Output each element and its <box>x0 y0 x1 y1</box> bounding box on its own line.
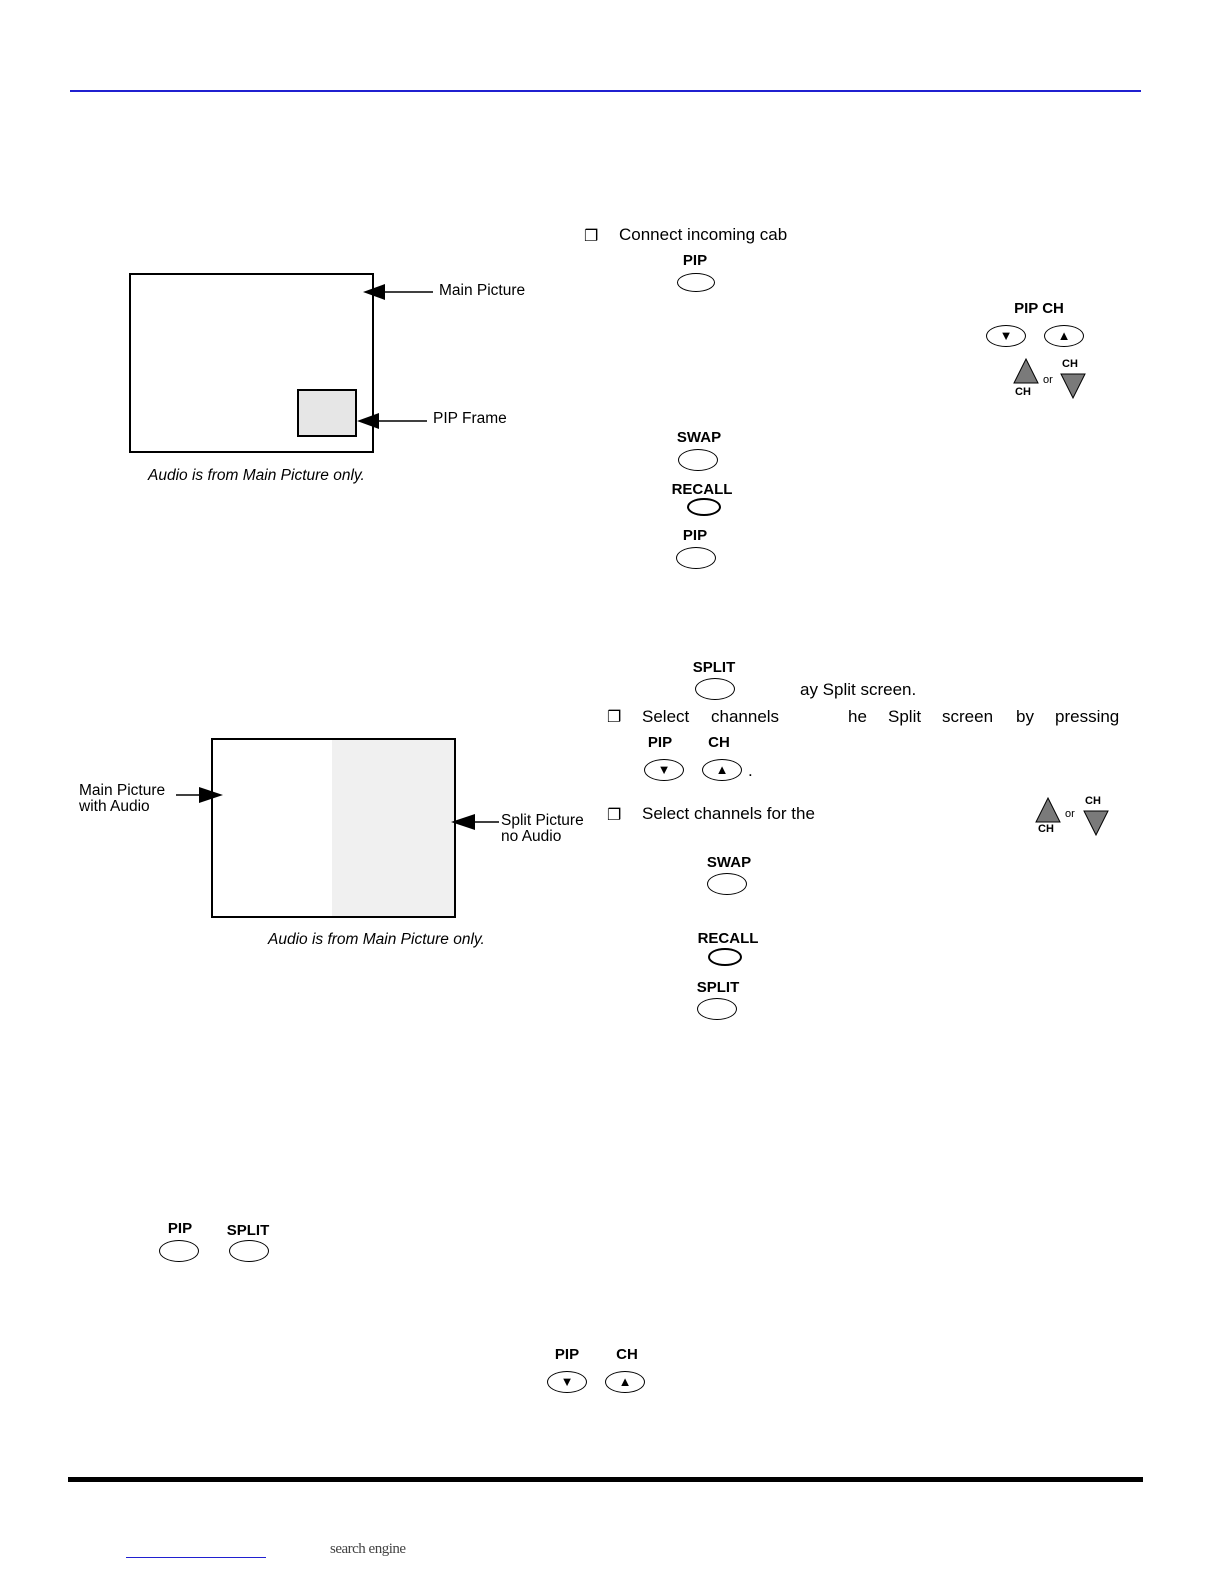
split-button-label-2: SPLIT <box>696 979 740 996</box>
main-picture-label: Main Picture <box>439 282 526 299</box>
split-button-label: SPLIT <box>692 659 736 676</box>
split-recall-button[interactable] <box>708 948 742 966</box>
split-screen-box <box>211 738 456 918</box>
recall-button[interactable] <box>687 498 721 516</box>
swap-button[interactable] <box>678 449 718 471</box>
split-recall-label: RECALL <box>697 930 759 947</box>
ch-down-triangle-icon-2[interactable] <box>1083 810 1109 836</box>
split-ch-label: CH <box>708 734 730 751</box>
bottom-pip-label: PIP <box>167 1220 193 1237</box>
ch-down-triangle-icon[interactable] <box>1060 373 1086 399</box>
pip-ch-down-button[interactable]: ▼ <box>986 325 1026 347</box>
or-label: or <box>1043 374 1053 386</box>
split-main-arrow <box>176 787 223 803</box>
up-arrow-icon: ▲ <box>1057 328 1071 343</box>
split-button[interactable] <box>695 678 735 700</box>
split-swap-label: SWAP <box>706 854 752 871</box>
pip-button-label-2: PIP <box>682 527 708 544</box>
split-main-picture-label: Main Picture with Audio <box>79 782 166 815</box>
bottom-split-button[interactable] <box>229 1240 269 1262</box>
pip-diagram-caption: Audio is from Main Picture only. <box>148 467 365 484</box>
footer-link-underline[interactable] <box>126 1557 266 1558</box>
bottom-split-label: SPLIT <box>226 1222 270 1239</box>
up-arrow-icon: ▲ <box>715 762 729 777</box>
bottom-ch-label: CH <box>616 1346 638 1363</box>
select-word-1: Select <box>642 707 690 726</box>
split-pip-down-button[interactable]: ▼ <box>644 759 684 781</box>
select-word-7: pressing <box>1055 707 1120 726</box>
top-rule <box>70 90 1141 92</box>
bottom-ch-up-button[interactable]: ▲ <box>605 1371 645 1393</box>
recall-button-label: RECALL <box>671 481 733 498</box>
bottom-rule <box>68 1477 1143 1482</box>
pip-frame-box <box>297 389 357 437</box>
pip-ch-label: PIP CH <box>1014 300 1064 317</box>
up-arrow-icon: ▲ <box>618 1374 632 1389</box>
select-channels-text: Select channels for the <box>642 804 815 823</box>
ch-label-under-up-2: CH <box>1038 823 1054 835</box>
bullet-icon: ❐ <box>584 228 599 245</box>
split-ch-up-button[interactable]: ▲ <box>702 759 742 781</box>
split-button-2[interactable] <box>697 998 737 1020</box>
swap-button-label: SWAP <box>676 429 722 446</box>
ch-label-under-up: CH <box>1015 386 1031 398</box>
pip-button[interactable] <box>677 273 715 292</box>
split-swap-button[interactable] <box>707 873 747 895</box>
ch-label-above-down-2: CH <box>1085 795 1101 807</box>
footer-text: search engine <box>330 1541 406 1557</box>
select-word-5: screen <box>942 707 994 726</box>
ch-up-triangle-icon[interactable] <box>1013 358 1039 384</box>
pip-diagram-arrows <box>357 284 433 429</box>
period: . <box>748 761 753 780</box>
ch-label-above-down: CH <box>1062 358 1078 370</box>
bottom-pip-down-button[interactable]: ▼ <box>547 1371 587 1393</box>
bottom-pip-button[interactable] <box>159 1240 199 1262</box>
or-label-2: or <box>1065 808 1075 820</box>
pip-button-label: PIP <box>682 252 708 269</box>
pip-frame-label: PIP Frame <box>433 410 507 427</box>
select-word-4: Split <box>888 707 922 726</box>
split-picture-label: Split Picture no Audio <box>501 812 584 845</box>
pip-ch-up-button[interactable]: ▲ <box>1044 325 1084 347</box>
select-word-6: by <box>1016 707 1034 726</box>
down-arrow-icon: ▼ <box>657 762 671 777</box>
select-word-2: channels <box>711 707 780 726</box>
split-screen-text: ay Split screen. <box>800 680 917 699</box>
ch-up-triangle-icon-2[interactable] <box>1035 797 1061 823</box>
split-diagram-caption: Audio is from Main Picture only. <box>268 931 485 948</box>
connect-cable-text: Connect incoming cab <box>619 225 788 244</box>
bottom-pip-label-2: PIP <box>554 1346 580 1363</box>
select-word-3: he <box>848 707 867 726</box>
split-pip-label: PIP <box>647 734 673 751</box>
split-picture-arrow <box>451 814 499 830</box>
bullet-icon-3: ❐ <box>607 807 622 824</box>
pip-button-2[interactable] <box>676 547 716 569</box>
split-right-half <box>332 740 454 916</box>
down-arrow-icon: ▼ <box>999 328 1013 343</box>
bullet-icon-2: ❐ <box>607 709 622 726</box>
down-arrow-icon: ▼ <box>560 1374 574 1389</box>
